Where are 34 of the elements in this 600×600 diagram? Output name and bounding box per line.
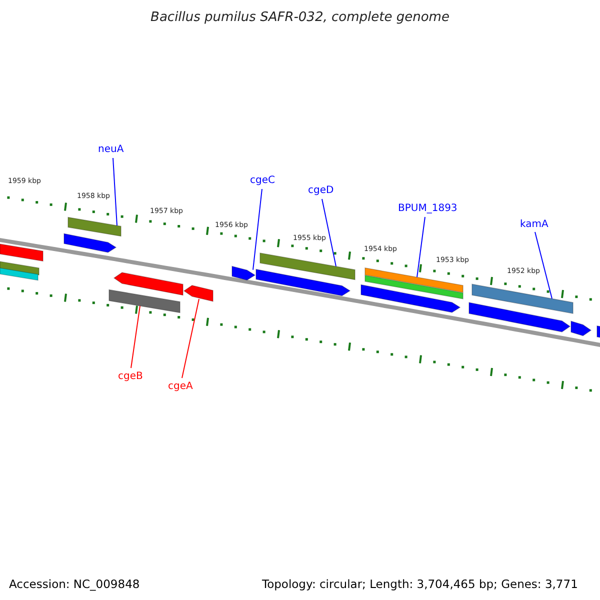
gene-label: cgeB: [118, 372, 143, 382]
gene-feature: [68, 216, 122, 237]
leader-line: [534, 232, 552, 300]
gene-feature: [0, 268, 38, 281]
gene-feature: [468, 302, 571, 332]
gene-feature: [256, 268, 351, 296]
gene-feature: [64, 233, 117, 253]
gene-label: cgeD: [308, 186, 334, 196]
gene-feature: [260, 252, 356, 280]
gene-label: cgeC: [250, 176, 275, 186]
gene-feature: [108, 289, 180, 314]
gene-feature: [364, 274, 464, 300]
leader-line: [416, 216, 426, 278]
leader-line: [182, 298, 200, 378]
leader-line: [112, 158, 118, 226]
gene-feature: [596, 325, 600, 339]
map-title: Bacillus pumilus SAFR-032, complete genome: [150, 11, 450, 24]
genome-summary-text: Topology: circular; Length: 3,704,465 bp; Genes: 3,771: [262, 579, 578, 590]
gene-label: cgeA: [168, 382, 193, 392]
leader-line: [322, 198, 336, 267]
gene-label: BPUM_1893: [398, 204, 458, 214]
gene-feature: [364, 267, 464, 293]
gene-feature: [232, 266, 256, 281]
gene-feature: [570, 320, 592, 336]
gene-label: kamA: [520, 220, 548, 230]
gene-feature: [360, 284, 461, 313]
gene-label: neuA: [98, 145, 124, 155]
gene-feature: [472, 284, 574, 314]
gene-feature: [183, 284, 214, 302]
gene-feature: [0, 244, 44, 262]
leader-line: [130, 305, 140, 368]
leader-line: [252, 188, 262, 270]
accession-text: Accession: NC_009848: [9, 579, 140, 590]
gene-feature: [113, 272, 184, 296]
